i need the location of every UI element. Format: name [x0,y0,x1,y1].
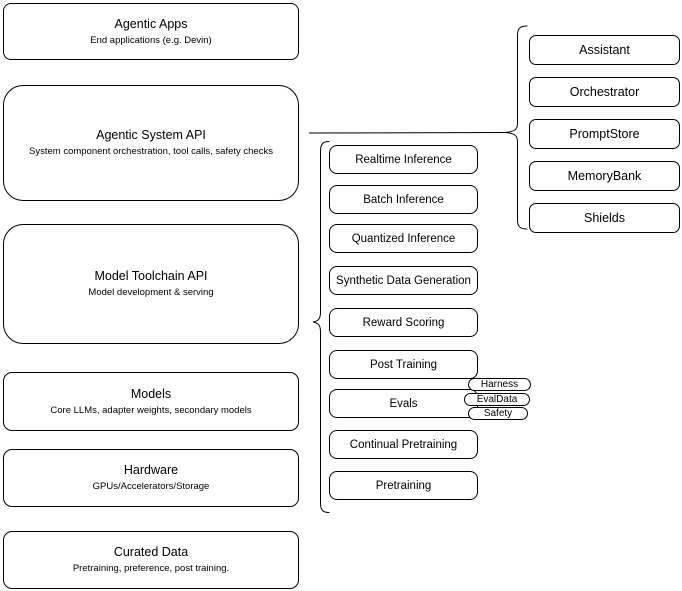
box-pretraining: Pretraining [329,471,478,500]
box-quantized-inference: Quantized Inference [329,224,478,253]
box-orchestrator: Orchestrator [529,77,680,107]
box-label: Shields [584,211,625,225]
tag-safety: Safety [468,407,528,420]
box-assistant: Assistant [529,35,680,65]
box-batch-inference: Batch Inference [329,185,478,214]
box-post-training: Post Training [329,350,478,379]
middle-column-brace [312,141,330,513]
right-column-brace [505,25,528,230]
box-label: Evals [389,397,418,410]
box-subtitle: End applications (e.g. Devin) [90,34,212,46]
box-label: MemoryBank [567,169,642,183]
box-shields: Shields [529,203,680,233]
box-hardware: Hardware GPUs/Accelerators/Storage [3,449,299,507]
box-label: Continual Pretraining [349,438,458,451]
box-reward-scoring: Reward Scoring [329,308,478,337]
box-title: Agentic System API [96,128,206,142]
box-label: Assistant [579,43,630,57]
box-title: Models [130,386,172,401]
box-curated-data: Curated Data Pretraining, preference, po… [3,531,299,589]
box-subtitle: Core LLMs, adapter weights, secondary mo… [50,404,252,416]
box-agentic-apps: Agentic Apps End applications (e.g. Devi… [3,3,299,60]
box-title: Hardware [123,463,179,477]
box-label: Synthetic Data Generation [336,274,471,287]
box-synthetic-data-generation: Synthetic Data Generation [329,266,478,295]
tag-label: EvalData [476,394,518,405]
box-model-toolchain-api: Model Toolchain API Model development & … [3,224,299,344]
box-promptstore: PromptStore [529,119,680,149]
box-label: Pretraining [375,479,432,492]
box-label: Realtime Inference [355,153,452,166]
box-subtitle: Pretraining, preference, post training. [72,563,230,574]
box-subtitle: Model development & serving [88,287,214,298]
box-memorybank: MemoryBank [529,161,680,191]
box-label: Quantized Inference [351,232,456,245]
box-label: Post Training [369,358,438,371]
box-title: Curated Data [113,545,189,559]
box-agentic-system-api: Agentic System API System component orch… [3,85,299,201]
box-label: Batch Inference [363,193,444,206]
box-title: Agentic Apps [114,16,188,31]
box-label: Reward Scoring [362,316,445,329]
box-label: Orchestrator [569,85,640,99]
tag-harness: Harness [468,378,531,391]
box-subtitle: GPUs/Accelerators/Storage [92,481,210,492]
box-label: PromptStore [569,127,640,141]
system-api-connector-line [309,132,506,134]
box-evals: Evals [329,389,478,418]
tag-label: Harness [480,379,519,390]
box-continual-pretraining: Continual Pretraining [329,430,478,459]
box-subtitle: System component orchestration, tool cal… [29,146,273,157]
box-title: Model Toolchain API [94,269,208,283]
box-models: Models Core LLMs, adapter weights, secon… [3,372,299,431]
tag-label: Safety [483,408,513,419]
box-realtime-inference: Realtime Inference [329,145,478,174]
tag-evaldata: EvalData [464,393,530,406]
